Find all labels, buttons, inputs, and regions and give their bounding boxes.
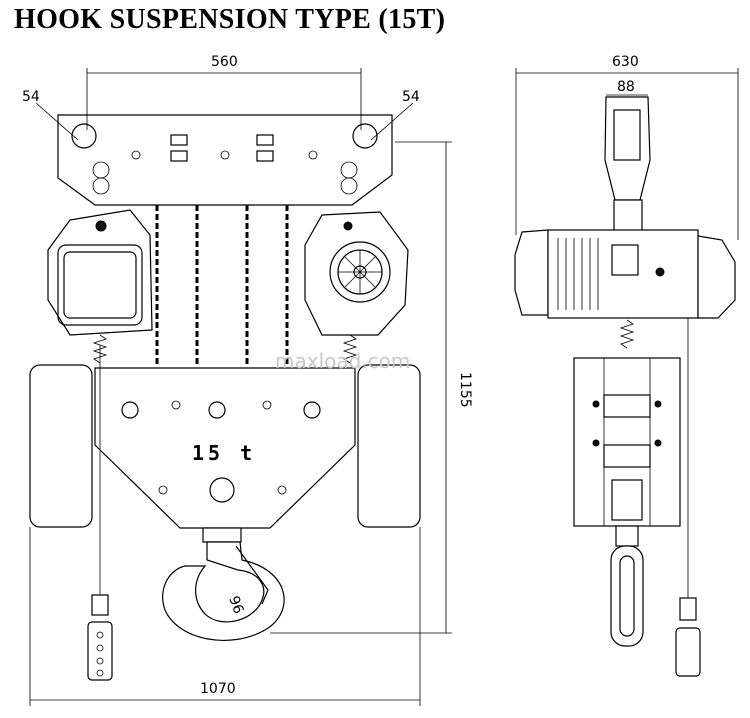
left-motor — [47, 209, 153, 336]
dim-side-inner: 88 — [606, 79, 648, 96]
pendant-control — [87, 345, 113, 681]
dim-eye-right-label: 54 — [402, 89, 420, 105]
side-pendant — [675, 318, 701, 677]
diagram-title: HOOK SUSPENSION TYPE (15T) — [14, 4, 446, 35]
side-suspension — [604, 96, 651, 233]
block-capacity-label: 15 t — [192, 441, 256, 465]
dim-top-span-label: 560 — [211, 54, 238, 70]
suspension-beam — [57, 114, 393, 206]
chain-bags — [29, 364, 421, 528]
front-view: 15 t 560 54 5 — [22, 54, 473, 706]
dim-height-label: 1155 — [457, 372, 473, 408]
dim-eye-left-label: 54 — [22, 89, 40, 105]
dim-height: 1155 — [270, 141, 473, 634]
hook — [162, 527, 285, 641]
dim-side-inner-label: 88 — [617, 79, 635, 95]
dim-eye-callouts: 54 54 — [22, 89, 420, 141]
right-motor — [304, 211, 409, 336]
dim-side-width: 630 — [515, 54, 739, 240]
side-view: 630 88 — [514, 54, 739, 677]
side-motor-housing — [514, 229, 736, 319]
side-hook — [610, 525, 644, 647]
dim-bottom-width: 1070 — [29, 527, 421, 706]
bottom-block: 15 t — [94, 367, 356, 529]
load-chains — [155, 205, 289, 365]
dim-side-width-label: 630 — [612, 54, 639, 70]
dim-hook-throat-label: 96 — [225, 594, 246, 616]
watermark: maxload.com — [275, 349, 410, 373]
side-spring — [619, 319, 635, 349]
side-bottom-block — [573, 357, 681, 527]
dim-bottom-width-label: 1070 — [200, 681, 236, 697]
dim-top-span: 560 — [86, 54, 362, 130]
